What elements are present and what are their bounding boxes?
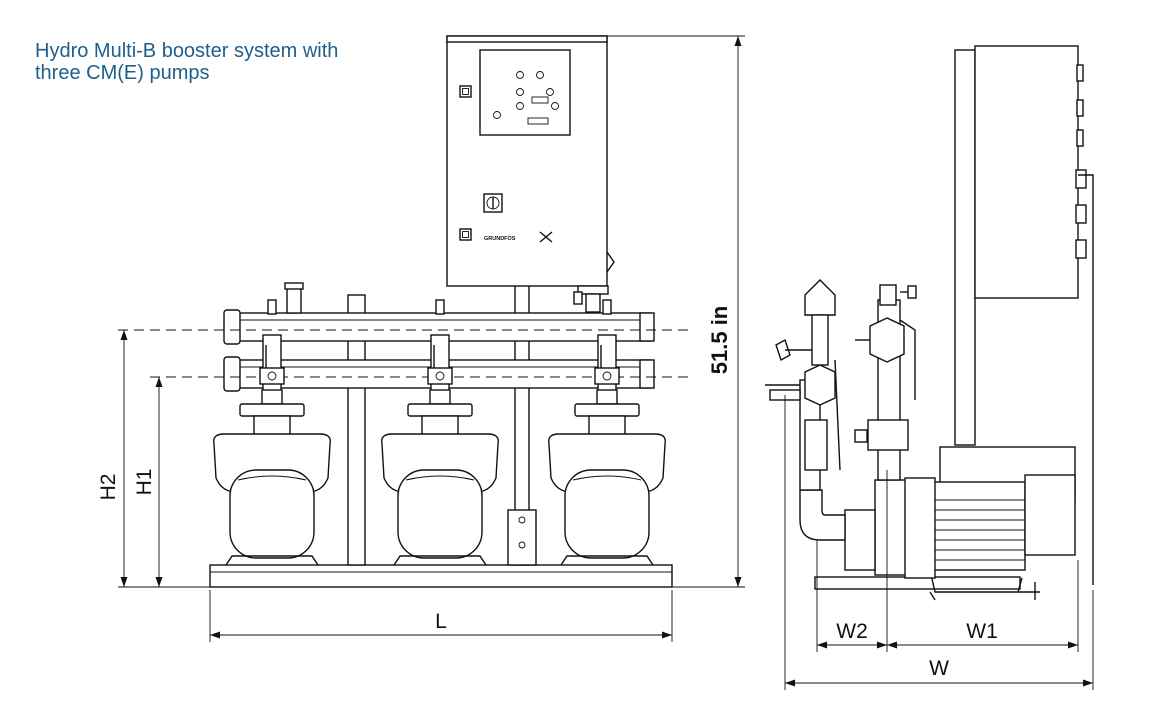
side-view — [765, 45, 1094, 601]
w2-label: W2 — [836, 620, 868, 643]
side-cabinet — [974, 45, 1079, 299]
length-label: L — [435, 610, 447, 633]
title-line-1: Hydro Multi-B booster system with — [35, 40, 339, 62]
indicator-light-icon — [459, 85, 472, 98]
pump-2 — [381, 334, 499, 566]
base-frame — [209, 564, 673, 588]
pump-1 — [213, 334, 331, 566]
h2-label: H2 — [97, 474, 120, 501]
side-motor-body — [929, 481, 1026, 571]
brand-x-icon — [539, 231, 553, 243]
diagram-title: Hydro Multi-B booster system with three … — [35, 40, 338, 84]
brand-label: GRUNDFOS — [484, 236, 516, 242]
overall-height-label: 51.5 in — [707, 306, 732, 374]
control-panel-display — [479, 49, 571, 136]
title-line-2: three CM(E) pumps — [35, 62, 210, 84]
side-pressure-valve — [804, 279, 836, 316]
side-base — [814, 576, 1021, 590]
pump-row — [213, 299, 666, 566]
dimension-lines: 51.5 in L H2 H1 W2 W1 W — [97, 35, 1094, 690]
h1-label: H1 — [133, 469, 156, 496]
pump-3 — [548, 334, 666, 566]
width-label: W — [929, 657, 949, 680]
front-view: GRUNDFOS — [118, 35, 690, 588]
side-mast — [954, 49, 976, 446]
w1-label: W1 — [966, 620, 998, 643]
indicator-light-icon-2 — [459, 228, 472, 241]
